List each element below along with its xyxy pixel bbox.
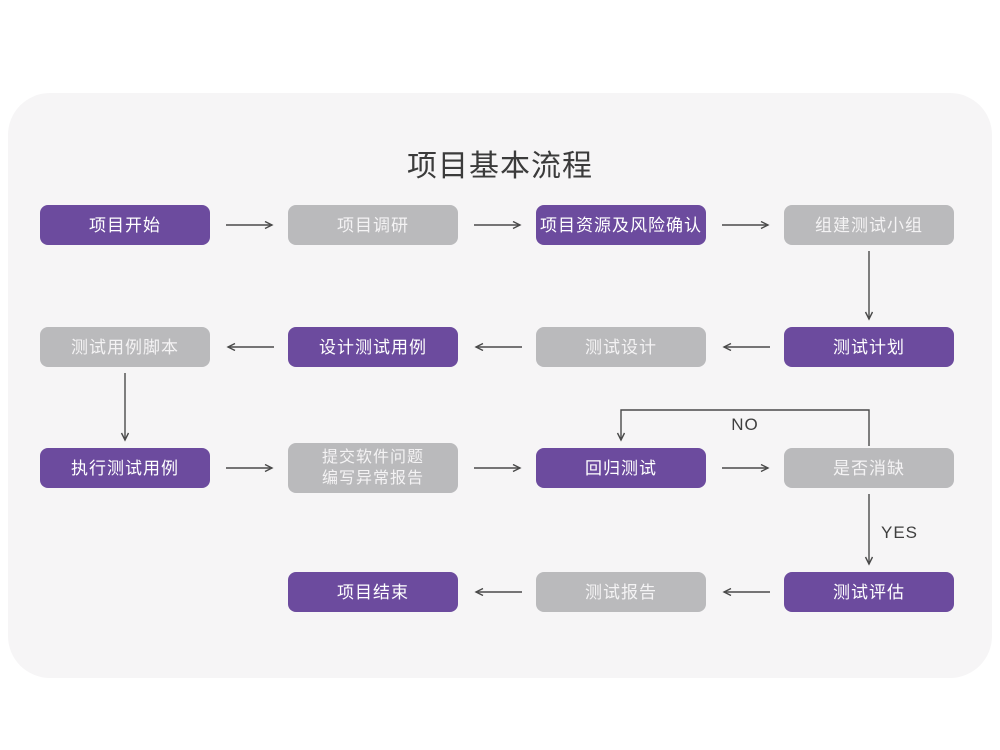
node-test-evaluation: 测试评估	[784, 572, 954, 612]
node-label: 设计测试用例	[319, 337, 427, 357]
node-label: 项目调研	[337, 215, 409, 235]
node-test-plan: 测试计划	[784, 327, 954, 367]
node-label: 测试用例脚本	[71, 337, 179, 357]
node-label: 组建测试小组	[815, 215, 923, 235]
node-label: 测试计划	[833, 337, 905, 357]
node-label-line1: 提交软件问题	[321, 449, 424, 466]
node-label: 项目结束	[337, 582, 409, 602]
node-project-research: 项目调研	[288, 205, 458, 245]
node-project-end: 项目结束	[288, 572, 458, 612]
node-label: 执行测试用例	[71, 458, 179, 478]
node-label: 回归测试	[585, 458, 657, 478]
node-test-design: 测试设计	[536, 327, 706, 367]
node-label: 是否消缺	[833, 458, 905, 478]
branch-label-no: NO	[731, 415, 759, 434]
node-build-test-team: 组建测试小组	[784, 205, 954, 245]
node-execute-test-cases: 执行测试用例	[40, 448, 210, 488]
node-label: 项目开始	[89, 215, 161, 235]
node-project-start: 项目开始	[40, 205, 210, 245]
node-label: 测试报告	[585, 582, 657, 602]
node-design-test-cases: 设计测试用例	[288, 327, 458, 367]
node-project-resources-risk: 项目资源及风险确认	[536, 205, 706, 245]
node-submit-software-issues: 提交软件问题 编写异常报告	[288, 443, 458, 493]
node-label-line2: 编写异常报告	[321, 470, 424, 487]
page-title: 项目基本流程	[407, 150, 593, 183]
node-defect-cleared: 是否消缺	[784, 448, 954, 488]
node-label: 项目资源及风险确认	[540, 215, 702, 235]
node-test-case-script: 测试用例脚本	[40, 327, 210, 367]
branch-label-yes: YES	[881, 523, 919, 542]
node-regression-test: 回归测试	[536, 448, 706, 488]
node-test-report: 测试报告	[536, 572, 706, 612]
node-label: 测试设计	[585, 337, 657, 357]
node-label: 测试评估	[833, 582, 905, 602]
